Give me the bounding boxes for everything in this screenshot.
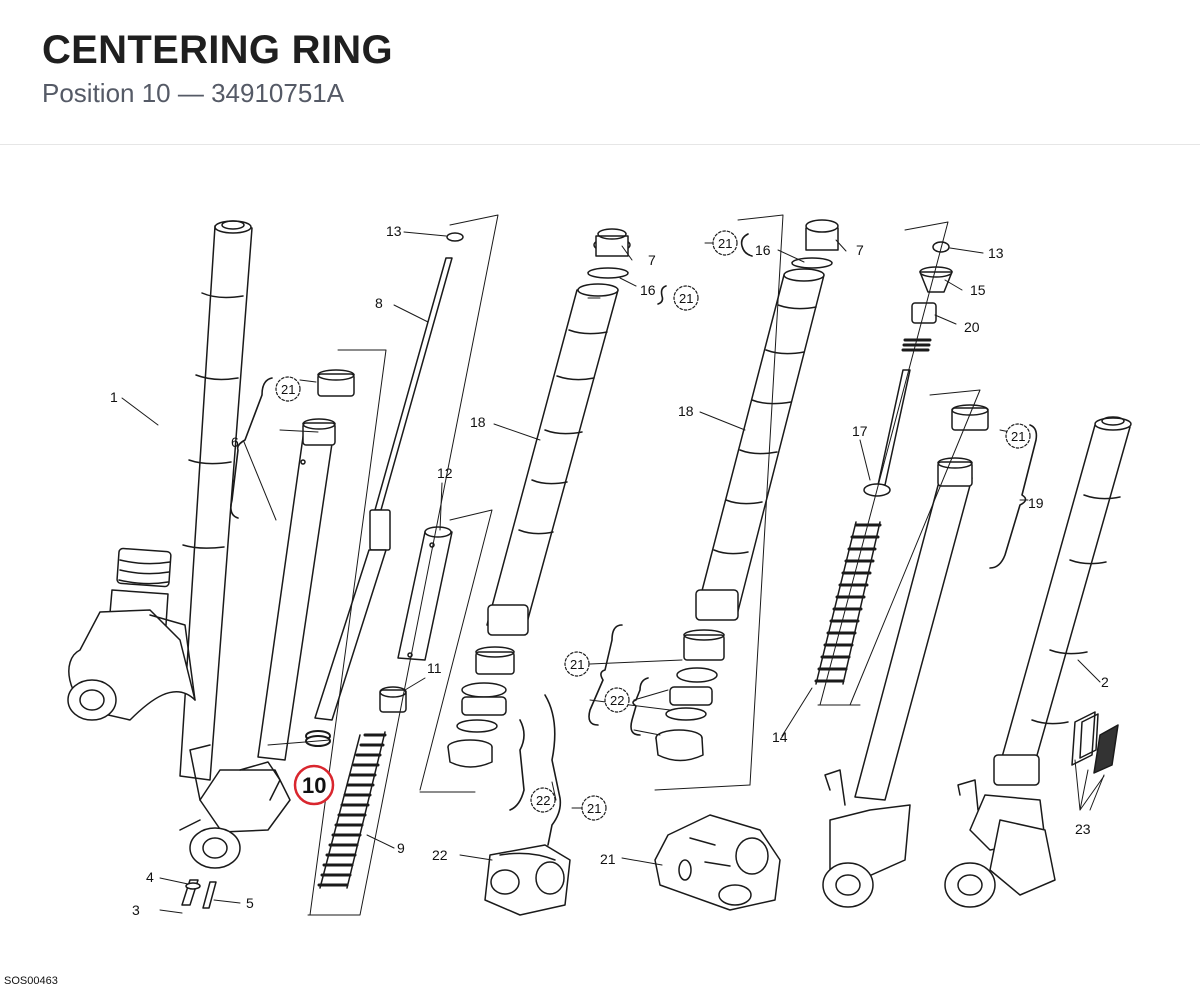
diagram-code: SOS00463 [4, 975, 58, 987]
svg-text:21: 21 [570, 657, 584, 672]
callout-15: 15 [970, 282, 986, 298]
spring-14 [814, 521, 882, 685]
inner-tube-6 [179, 369, 355, 909]
ref-22-right-stack: 22 [604, 687, 630, 713]
svg-text:22: 22 [536, 793, 550, 808]
outer-tube-18-left [486, 228, 631, 636]
centering-ring-10 [305, 730, 331, 747]
spring-9 [317, 731, 387, 889]
svg-text:21: 21 [718, 236, 732, 251]
assembly-frame-lines [267, 214, 981, 916]
callout-18-left: 18 [470, 414, 486, 430]
fork-bottom-22 [484, 844, 571, 916]
fork-bottom-21 [654, 814, 781, 911]
reference-circles: 21 21 21 21 21 21 22 22 [275, 230, 1031, 821]
cartridge-12 [379, 526, 453, 713]
callout-12: 12 [437, 465, 453, 481]
svg-text:21: 21 [281, 382, 295, 397]
svg-text:21: 21 [587, 801, 601, 816]
callout-21: 21 [600, 851, 616, 867]
callout-14: 14 [772, 729, 788, 745]
svg-text:22: 22 [610, 693, 624, 708]
callout-labels: 1 2 3 4 5 6 7 7 8 9 11 12 13 13 14 15 16… [110, 223, 1109, 918]
ref-21-tube6: 21 [275, 376, 301, 402]
part-subtitle: Position 10 — 34910751A [42, 78, 345, 108]
callout-19: 19 [1028, 495, 1044, 511]
callout-2: 2 [1101, 674, 1109, 690]
callout-16-right: 16 [755, 242, 771, 258]
callout-13-right: 13 [988, 245, 1004, 261]
callout-23: 23 [1075, 821, 1091, 837]
svg-text:21: 21 [1011, 429, 1025, 444]
callout-11: 11 [427, 660, 442, 676]
damper-cartridge-17 [863, 241, 953, 497]
ref-21-bushing19: 21 [1005, 423, 1031, 449]
highlight-position-10[interactable]: 10 [293, 764, 335, 806]
callout-20: 20 [964, 319, 980, 335]
callout-1: 1 [110, 389, 118, 405]
callout-6: 6 [231, 434, 239, 450]
page-title: CENTERING RING [42, 28, 393, 72]
bushings-right-stack [655, 629, 725, 762]
callout-3: 3 [132, 902, 140, 918]
braces [230, 233, 1038, 846]
ref-21-top-left: 21 [673, 285, 699, 311]
callout-18-right: 18 [678, 403, 694, 419]
callout-7-right: 7 [856, 242, 864, 258]
damper-rod-8 [314, 232, 464, 721]
fork-leg-left [67, 220, 253, 781]
ref-21-right-stack: 21 [564, 651, 590, 677]
bushings-left-stack [447, 646, 515, 768]
callout-13-left: 13 [386, 223, 402, 239]
highlight-number: 10 [302, 773, 326, 798]
callout-9: 9 [397, 840, 405, 856]
callout-22: 22 [432, 847, 448, 863]
leader-lines [121, 231, 1105, 914]
ref-21-left-stack: 21 [581, 795, 607, 821]
callout-16-left: 16 [640, 282, 656, 298]
ref-21-top-right: 21 [712, 230, 738, 256]
outer-tube-18-right [695, 219, 839, 621]
protector-23 [1071, 711, 1119, 774]
callout-8: 8 [375, 295, 383, 311]
svg-text:21: 21 [679, 291, 693, 306]
inner-tube-19 [854, 404, 989, 801]
fork-leg-right [822, 416, 1132, 908]
callout-7-left: 7 [648, 252, 656, 268]
ref-22-left-stack: 22 [530, 787, 556, 813]
callout-17: 17 [852, 423, 868, 439]
callout-5: 5 [246, 895, 254, 911]
callout-4: 4 [146, 869, 154, 885]
page-header: CENTERING RING Position 10 — 34910751A [0, 0, 1200, 145]
